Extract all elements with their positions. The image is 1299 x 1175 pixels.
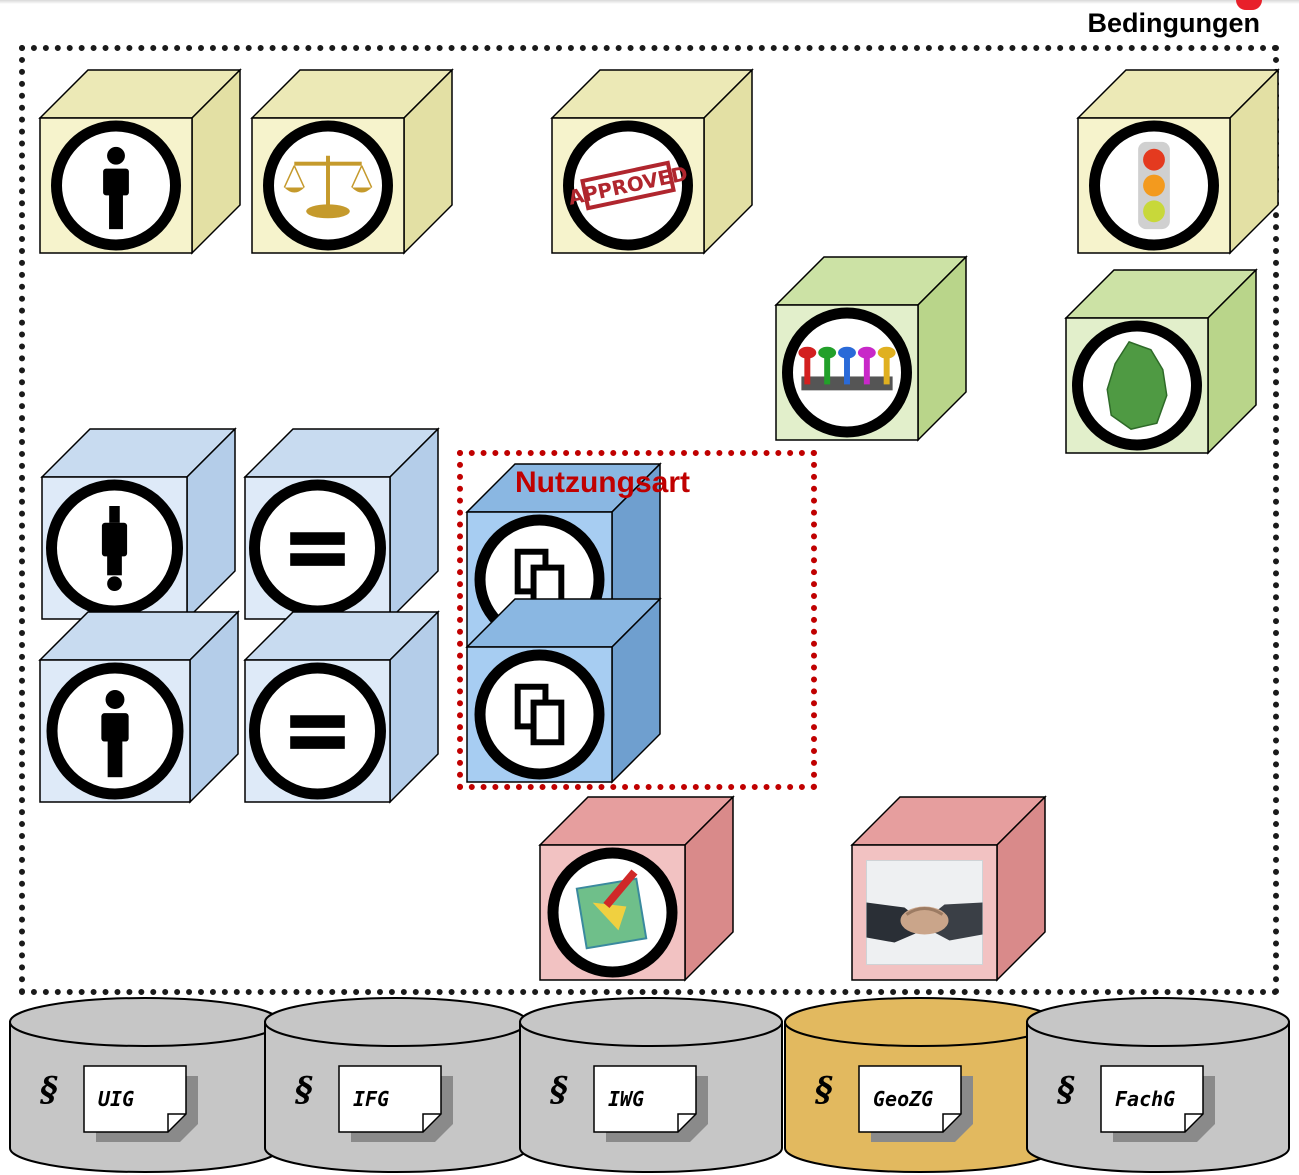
- cube-copy-2: [465, 597, 662, 784]
- law-document-icon: [83, 1065, 187, 1133]
- paragraph-symbol: §: [294, 1070, 313, 1110]
- cube-traffic-light: [1076, 68, 1280, 255]
- law-label: IFG: [353, 1087, 389, 1111]
- db-fachg: § FachG: [1026, 997, 1290, 1173]
- db-ifg: § IFG: [264, 997, 528, 1173]
- usage-type-frame: [457, 450, 817, 790]
- law-document-icon: [338, 1065, 442, 1133]
- equals-icon: [249, 662, 386, 800]
- paragraph-symbol: §: [549, 1070, 568, 1110]
- top-band: [0, 0, 1299, 4]
- cube-contract: [850, 795, 1047, 982]
- person-icon: [46, 662, 184, 800]
- header-accent: [1236, 0, 1262, 10]
- law-label: UIG: [98, 1087, 134, 1111]
- db-iwg: § IWG: [519, 997, 783, 1173]
- cube-legal: [250, 68, 454, 255]
- law-label: GeoZG: [873, 1087, 933, 1111]
- exclamation-person-icon: [46, 479, 183, 617]
- paragraph-symbol: §: [1056, 1070, 1075, 1110]
- cube-approved: APPROVED: [550, 68, 754, 255]
- cube-map-edit: [538, 795, 735, 982]
- law-label: FachG: [1115, 1087, 1175, 1111]
- conditions-title: Bedingungen: [1087, 8, 1260, 38]
- db-top: [519, 997, 783, 1047]
- cube-attention: [40, 427, 237, 621]
- person-icon: [51, 120, 181, 251]
- conditions-frame: [19, 45, 1279, 995]
- traffic-light-icon: [1089, 120, 1219, 251]
- db-uig: § UIG: [9, 997, 281, 1173]
- cube-no-derivatives-1: [243, 427, 440, 621]
- map-edit-icon: [547, 847, 678, 978]
- approved-stamp-icon: APPROVED: [563, 120, 693, 251]
- paragraph-symbol: §: [39, 1070, 58, 1110]
- cube-attribution-2: [38, 610, 240, 804]
- db-top: [9, 997, 281, 1047]
- equals-icon: [249, 479, 386, 617]
- db-geozg: § GeoZG: [784, 997, 1056, 1173]
- law-document-icon: [593, 1065, 697, 1133]
- law-document-icon: [858, 1065, 962, 1133]
- db-top: [1026, 997, 1290, 1047]
- cube-no-derivatives-2: [243, 610, 440, 804]
- scales-icon: [263, 120, 393, 251]
- copy-icon: [474, 649, 605, 780]
- cube-attribution: [38, 68, 242, 255]
- paragraph-symbol: §: [814, 1070, 833, 1110]
- law-label: IWG: [608, 1087, 644, 1111]
- db-top: [264, 997, 528, 1047]
- db-top: [784, 997, 1056, 1047]
- handshake-icon: [866, 860, 983, 965]
- law-document-icon: [1100, 1065, 1204, 1133]
- cube-pins: [774, 255, 968, 442]
- cube-germany: [1064, 268, 1258, 455]
- usage-type-label: Nutzungsart: [515, 466, 690, 499]
- pins-icon: [782, 307, 912, 438]
- germany-map-icon: [1072, 320, 1202, 451]
